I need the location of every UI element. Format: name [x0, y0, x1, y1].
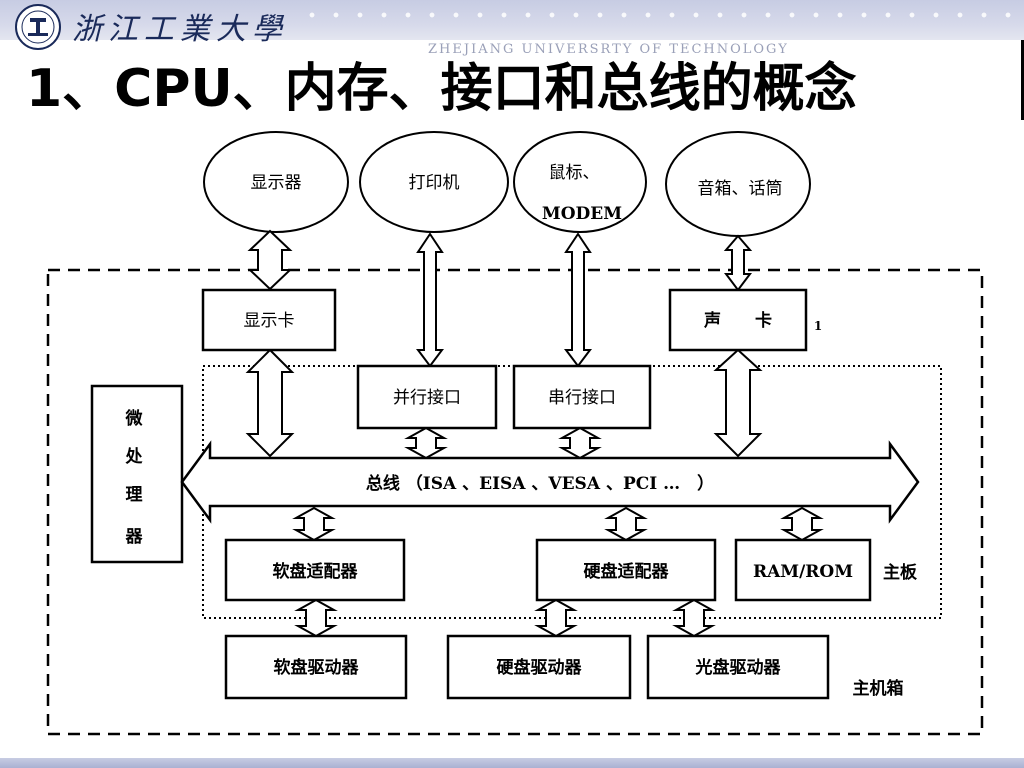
audio-label: 音箱、话筒 [698, 179, 783, 199]
arrow-bus-hdd-adapter [604, 506, 648, 542]
parallel-port-label: 并行接口 [393, 388, 461, 408]
arrow-hdd-adapter-drive [534, 598, 578, 638]
sound-card: 声 卡 1 [668, 288, 822, 352]
arrow-audio-soundcard [723, 234, 753, 292]
printer-peripheral: 打印机 [359, 131, 509, 233]
display-label: 显示器 [251, 173, 302, 193]
header-banner [0, 0, 1024, 40]
arrow-display-card [247, 229, 293, 291]
arrow-displaycard-bus [245, 348, 295, 458]
cpu-char-4: 器 [125, 527, 144, 547]
system-bus: 总线 （ISA 、EISA 、VESA 、PCI … ） [180, 440, 920, 524]
mouse-modem-peripheral: 鼠标、 MODEM [513, 131, 647, 233]
hdd-drive: 硬盘驱动器 [446, 634, 632, 700]
hdd-drive-label: 硬盘驱动器 [497, 657, 583, 678]
arrow-modem-serial [564, 232, 592, 368]
cpu-box: 微 处 理 器 [90, 384, 184, 564]
chassis-boundary [46, 268, 984, 736]
footer-bar [0, 758, 1024, 768]
arrow-bus-floppy-adapter [292, 506, 336, 542]
cdrom-drive-label: 光盘驱动器 [695, 657, 782, 678]
display-card-label: 显示卡 [244, 311, 295, 331]
chassis-label: 主机箱 [853, 678, 904, 699]
hdd-adapter: 硬盘适配器 [535, 538, 717, 602]
ram-rom-label: RAM/ROM [753, 562, 853, 582]
cpu-char-1: 微 [125, 408, 144, 429]
title-side-bar [1021, 40, 1024, 120]
sound-card-mark: 1 [814, 319, 822, 333]
arrow-serial-bus [558, 426, 602, 460]
floppy-drive: 软盘驱动器 [224, 634, 408, 700]
display-peripheral: 显示器 [203, 131, 349, 233]
university-name-en: ZHEJIANG UNIVERSRTY OF TECHNOLOGY [428, 42, 789, 57]
floppy-adapter-label: 软盘适配器 [273, 561, 359, 582]
hdd-adapter-label: 硬盘适配器 [584, 561, 670, 582]
cpu-char-3: 理 [126, 485, 143, 505]
arrow-parallel-bus [404, 426, 448, 460]
cpu-char-2: 处 [125, 446, 144, 467]
floppy-drive-label: 软盘驱动器 [274, 657, 360, 678]
serial-port: 串行接口 [512, 364, 652, 430]
audio-peripheral: 音箱、话筒 [665, 131, 811, 237]
arrow-bus-ramrom [780, 506, 824, 542]
mouse-label: 鼠标、 [549, 163, 600, 183]
ram-rom: RAM/ROM [734, 538, 872, 602]
serial-port-label: 串行接口 [548, 388, 616, 408]
decorative-dots [300, 8, 1020, 22]
arrow-soundcard-bus [713, 348, 763, 458]
sound-card-label: 声 卡 [703, 310, 772, 331]
slide-title: 1、CPU、内存、接口和总线的概念 [26, 59, 857, 119]
university-seal-icon [15, 4, 61, 50]
arrow-floppy-adapter-drive [294, 598, 338, 638]
printer-label: 打印机 [409, 173, 460, 193]
university-name: 浙江工業大學 [72, 12, 288, 47]
arrow-printer-parallel [416, 232, 444, 368]
parallel-port: 并行接口 [356, 364, 498, 430]
display-card: 显示卡 [201, 288, 337, 352]
floppy-adapter: 软盘适配器 [224, 538, 406, 602]
cdrom-drive: 光盘驱动器 [646, 634, 830, 700]
modem-label: MODEM [542, 204, 622, 224]
bus-label: 总线 （ISA 、EISA 、VESA 、PCI … ） [366, 473, 714, 494]
motherboard-label: 主板 [883, 562, 918, 583]
arrow-hdd-adapter-cdrom [672, 598, 716, 638]
